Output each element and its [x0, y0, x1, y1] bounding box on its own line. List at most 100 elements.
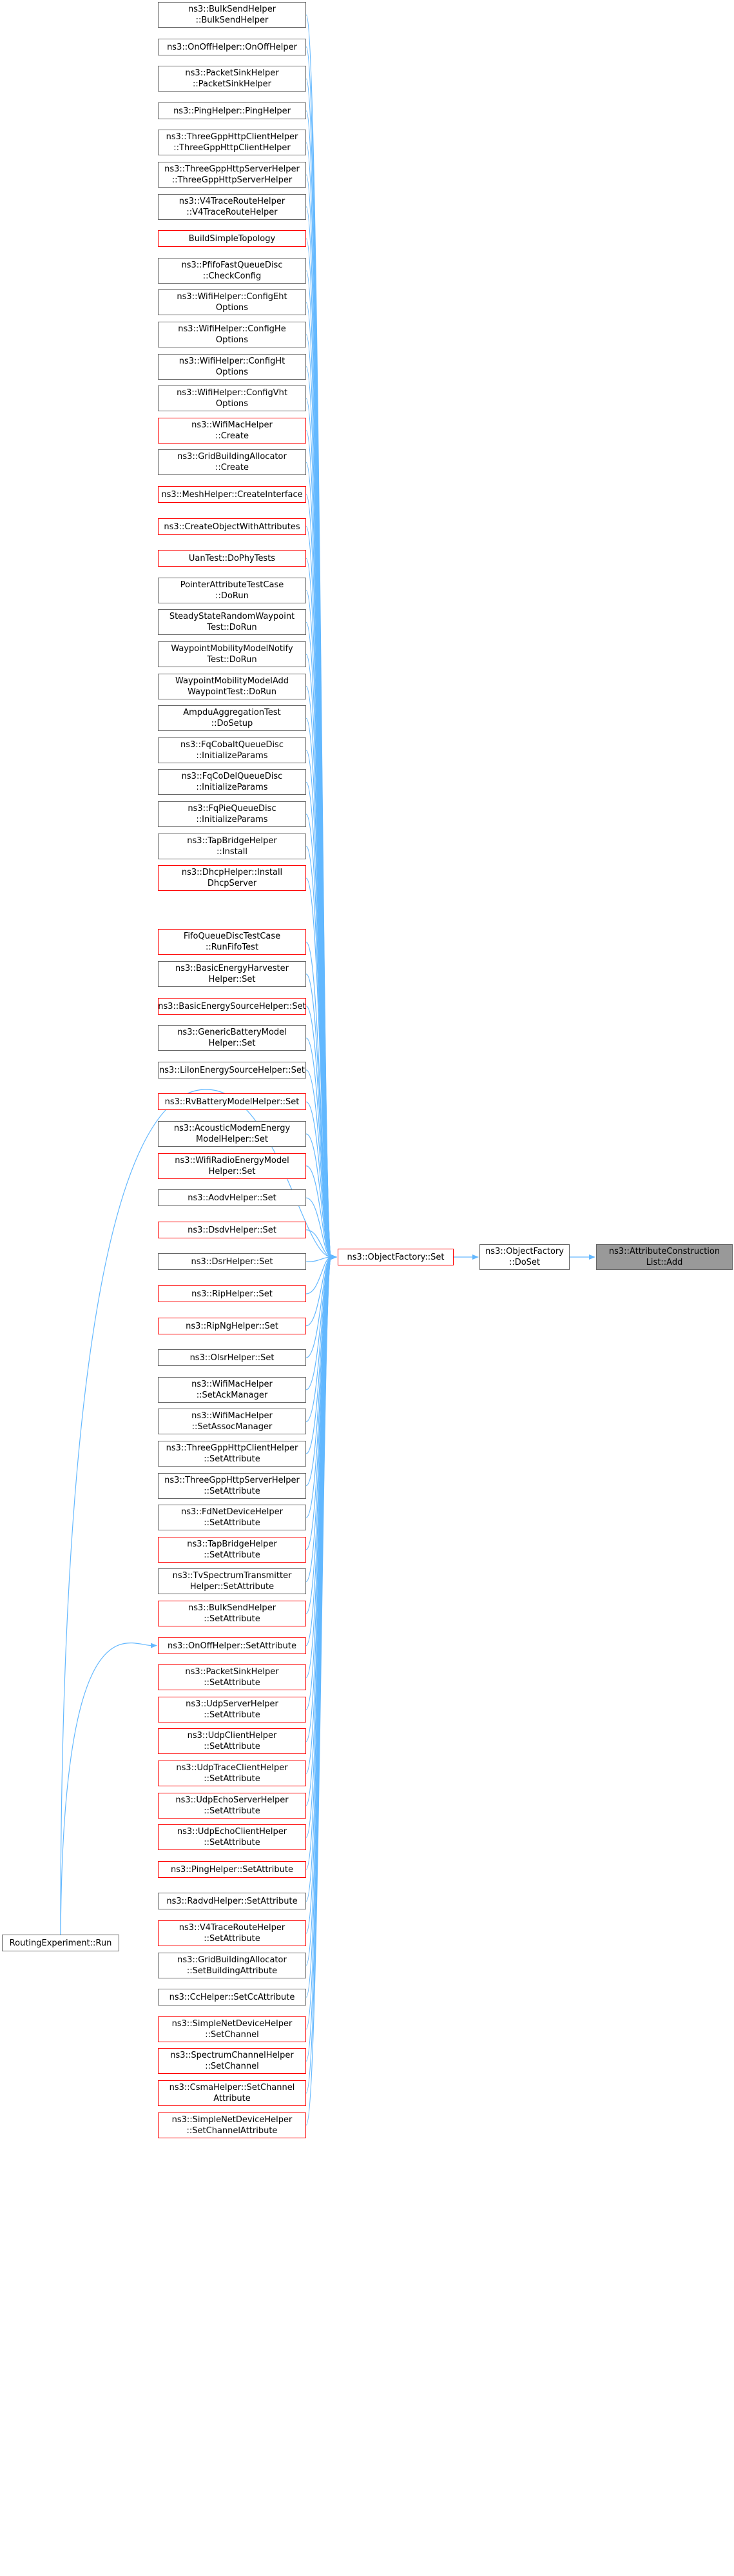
caller-node[interactable]: ns3::DsrHelper::Set	[158, 1253, 306, 1270]
caller-node[interactable]: ns3::RadvdHelper::SetAttribute	[158, 1893, 306, 1909]
node-label-line: ns3::BulkSendHelper	[188, 5, 276, 14]
caller-node[interactable]: ns3::DsdvHelper::Set	[158, 1222, 306, 1238]
caller-node[interactable]: ns3::WifiMacHelper::Create	[158, 418, 306, 444]
caller-node[interactable]: ns3::UdpEchoServerHelper::SetAttribute	[158, 1793, 306, 1819]
caller-node[interactable]: ns3::OnOffHelper::OnOffHelper	[158, 39, 306, 55]
caller-node[interactable]: BuildSimpleTopology	[158, 230, 306, 247]
caller-node[interactable]: ns3::SimpleNetDeviceHelper::SetChannelAt…	[158, 2113, 306, 2138]
caller-node[interactable]: ns3::PacketSinkHelper::PacketSinkHelper	[158, 66, 306, 92]
caller-node[interactable]: UanTest::DoPhyTests	[158, 550, 306, 567]
caller-node[interactable]: ns3::MeshHelper::CreateInterface	[158, 486, 306, 503]
caller-node[interactable]: ns3::OnOffHelper::SetAttribute	[158, 1637, 306, 1654]
call-edge	[305, 1133, 337, 1260]
caller-node[interactable]: ns3::BulkSendHelper::SetAttribute	[158, 1601, 306, 1626]
node-label-line: ::SetAckManager	[196, 1390, 268, 1400]
object-factory-set-node[interactable]: ns3::ObjectFactory::Set	[338, 1249, 454, 1265]
node-label-line: ns3::WifiMacHelper	[191, 420, 273, 430]
caller-node[interactable]: ns3::PacketSinkHelper::SetAttribute	[158, 1664, 306, 1690]
caller-node[interactable]: ns3::AodvHelper::Set	[158, 1189, 306, 1206]
routing-experiment-run-node[interactable]: RoutingExperiment::Run	[2, 1935, 119, 1951]
caller-node[interactable]: ns3::PfifoFastQueueDisc::CheckConfig	[158, 258, 306, 284]
node-label-line: ::Install	[217, 847, 247, 857]
caller-node[interactable]: ns3::RipNgHelper::Set	[158, 1318, 306, 1334]
caller-node[interactable]: ns3::RipHelper::Set	[158, 1285, 306, 1302]
caller-node[interactable]: ns3::CcHelper::SetCcAttribute	[158, 1989, 306, 2005]
caller-node[interactable]: ns3::OlsrHelper::Set	[158, 1349, 306, 1366]
node-label-line: ns3::AttributeConstruction	[608, 1247, 720, 1256]
caller-node[interactable]: ns3::SimpleNetDeviceHelper::SetChannel	[158, 2016, 306, 2042]
caller-node[interactable]: PointerAttributeTestCase::DoRun	[158, 578, 306, 603]
node-label-line: ns3::RipHelper::Set	[191, 1289, 273, 1299]
node-label-line: ns3::UdpEchoClientHelper	[177, 1827, 287, 1837]
node-label-line: ns3::PfifoFastQueueDisc	[181, 260, 283, 270]
caller-node[interactable]: ns3::UdpEchoClientHelper::SetAttribute	[158, 1824, 306, 1850]
caller-node[interactable]: ns3::GridBuildingAllocator::SetBuildingA…	[158, 1953, 306, 1978]
call-edge	[305, 1254, 337, 1262]
caller-node[interactable]: ns3::ThreeGppHttpClientHelper::SetAttrib…	[158, 1441, 306, 1467]
node-label-line: ::RunFifoTest	[206, 942, 258, 952]
caller-node[interactable]: ns3::FdNetDeviceHelper::SetAttribute	[158, 1505, 306, 1530]
node-label-line: ns3::ThreeGppHttpServerHelper	[164, 1476, 300, 1485]
caller-node[interactable]: ns3::TapBridgeHelper::SetAttribute	[158, 1537, 306, 1563]
caller-node[interactable]: ns3::ThreeGppHttpServerHelper::SetAttrib…	[158, 1473, 306, 1499]
node-label-line: ::Create	[215, 463, 249, 473]
caller-node[interactable]: ns3::RvBatteryModelHelper::Set	[158, 1093, 306, 1110]
node-label-line: ::SetAttribute	[204, 1487, 260, 1496]
caller-node[interactable]: ns3::ThreeGppHttpClientHelper::ThreeGppH…	[158, 130, 306, 155]
caller-node[interactable]: ns3::LiIonEnergySourceHelper::Set	[158, 1062, 306, 1078]
caller-node[interactable]: ns3::ThreeGppHttpServerHelper::ThreeGppH…	[158, 162, 306, 188]
node-label-line: ns3::UdpClientHelper	[187, 1731, 277, 1741]
caller-node[interactable]: ns3::UdpTraceClientHelper::SetAttribute	[158, 1761, 306, 1786]
caller-node[interactable]: ns3::GridBuildingAllocator::Create	[158, 449, 306, 475]
node-label-line: ::InitializeParams	[196, 783, 268, 792]
node-label-line: ns3::UdpServerHelper	[186, 1699, 278, 1709]
caller-node[interactable]: ns3::WifiMacHelper::SetAssocManager	[158, 1409, 306, 1434]
node-label-line: ::DoSetup	[211, 719, 253, 728]
caller-node[interactable]: ns3::CreateObjectWithAttributes	[158, 518, 306, 535]
node-label-line: ns3::TapBridgeHelper	[187, 836, 277, 846]
caller-node[interactable]: ns3::V4TraceRouteHelper::SetAttribute	[158, 1920, 306, 1946]
object-factory-doset-node[interactable]: ns3::ObjectFactory::DoSet	[479, 1244, 570, 1270]
caller-node[interactable]: ns3::FqCobaltQueueDisc::InitializeParams	[158, 737, 306, 763]
caller-node[interactable]: ns3::BulkSendHelper::BulkSendHelper	[158, 2, 306, 28]
node-label-line: ns3::WifiHelper::ConfigVht	[177, 388, 287, 398]
caller-node[interactable]: ns3::WifiMacHelper::SetAckManager	[158, 1377, 306, 1403]
caller-node[interactable]: AmpduAggregationTest::DoSetup	[158, 705, 306, 731]
node-label-line: ModelHelper::Set	[196, 1135, 268, 1144]
caller-node[interactable]: ns3::TapBridgeHelper::Install	[158, 834, 306, 859]
caller-node[interactable]: ns3::PingHelper::PingHelper	[158, 102, 306, 119]
caller-node[interactable]: FifoQueueDiscTestCase::RunFifoTest	[158, 929, 306, 955]
node-label-line: ::SetAttribute	[204, 1678, 260, 1688]
caller-node[interactable]: ns3::SpectrumChannelHelper::SetChannel	[158, 2048, 306, 2074]
caller-node[interactable]: ns3::UdpServerHelper::SetAttribute	[158, 1697, 306, 1722]
node-label-line: ::SetAttribute	[204, 1806, 260, 1816]
caller-node[interactable]: ns3::FqCoDelQueueDisc::InitializeParams	[158, 769, 306, 795]
caller-node[interactable]: ns3::UdpClientHelper::SetAttribute	[158, 1728, 306, 1754]
node-label-line: List::Add	[646, 1258, 683, 1267]
caller-node[interactable]: ns3::BasicEnergySourceHelper::Set	[158, 998, 306, 1015]
caller-node[interactable]: ns3::FqPieQueueDisc::InitializeParams	[158, 801, 306, 827]
node-label-line: ns3::WifiHelper::ConfigHe	[178, 324, 286, 334]
node-label-line: ns3::FqCobaltQueueDisc	[180, 740, 284, 750]
node-label-line: ns3::SimpleNetDeviceHelper	[171, 2115, 293, 2125]
node-label-line: RoutingExperiment::Run	[9, 1938, 112, 1948]
caller-node[interactable]: ns3::PingHelper::SetAttribute	[158, 1861, 306, 1878]
caller-node[interactable]: ns3::V4TraceRouteHelper::V4TraceRouteHel…	[158, 194, 306, 220]
node-label-line: Options	[215, 303, 249, 313]
